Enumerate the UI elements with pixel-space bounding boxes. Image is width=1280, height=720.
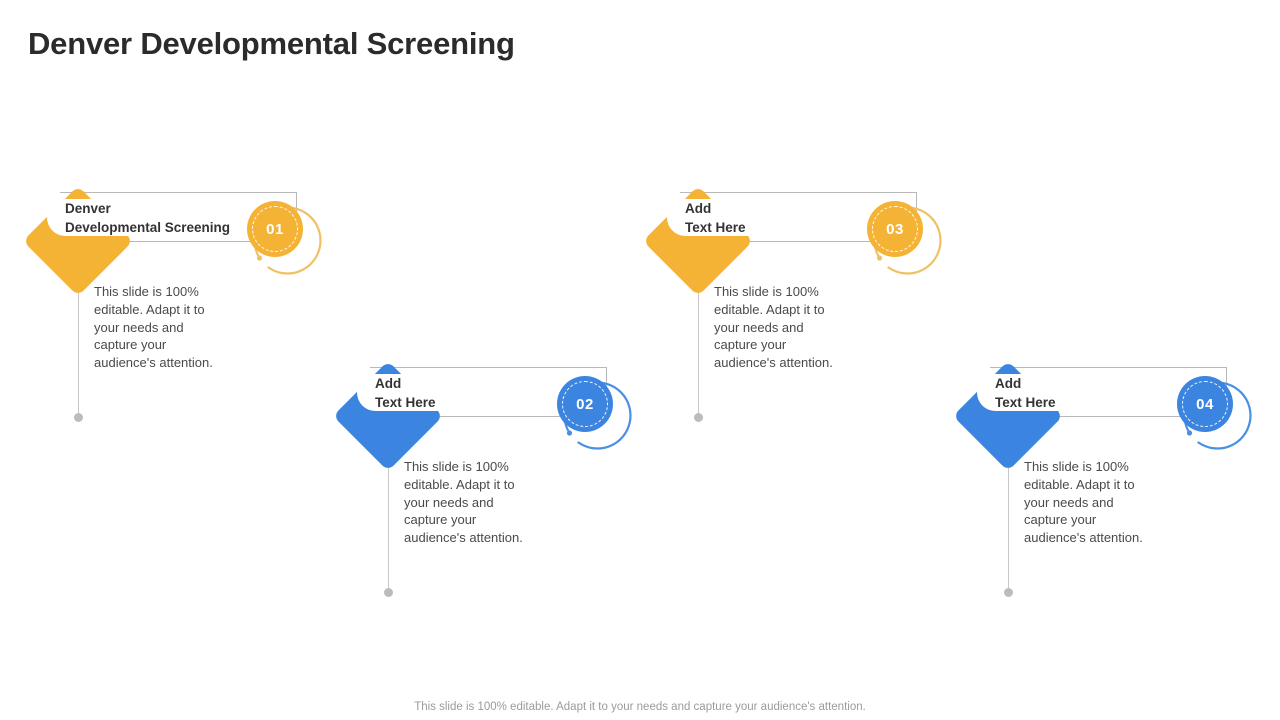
- callout-item-03[interactable]: Add Text Here 03 This slide is 100% edit…: [620, 150, 1040, 450]
- badge-circle: 04: [1177, 376, 1233, 432]
- label-pill: Add Text Here: [357, 374, 561, 411]
- label-pill: Denver Developmental Screening: [47, 199, 251, 236]
- body-text: This slide is 100% editable. Adapt it to…: [404, 459, 523, 546]
- connector-dot: [1004, 588, 1013, 597]
- connector-dot: [74, 413, 83, 422]
- label-line-1: Add: [685, 200, 712, 216]
- badge-number: 02: [576, 395, 594, 413]
- page-title: Denver Developmental Screening: [28, 26, 515, 61]
- badge-circle: 01: [247, 201, 303, 257]
- label-line-1: Denver: [65, 200, 111, 216]
- connector-line: [698, 268, 699, 418]
- badge-number: 01: [266, 220, 284, 238]
- connector-line: [388, 443, 389, 593]
- callout-item-04[interactable]: Add Text Here 04 This slide is 100% edit…: [930, 325, 1280, 625]
- number-badge[interactable]: 02: [552, 371, 642, 461]
- label-line-2: Text Here: [685, 219, 746, 235]
- badge-dashed-ring: [562, 381, 608, 427]
- connector-line: [1008, 443, 1009, 593]
- label-line-2: Text Here: [995, 394, 1056, 410]
- connector-dot: [694, 413, 703, 422]
- label-line-1: Add: [375, 375, 402, 391]
- label-line-2: Developmental Screening: [65, 219, 231, 235]
- footer-note: This slide is 100% editable. Adapt it to…: [414, 701, 866, 713]
- badge-number: 04: [1196, 395, 1214, 413]
- badge-dashed-ring: [872, 206, 918, 252]
- label-line-1: Add: [995, 375, 1022, 391]
- callout-item-01[interactable]: Denver Developmental Screening 01 This s…: [0, 150, 420, 450]
- number-badge[interactable]: 01: [242, 196, 332, 286]
- body-text: This slide is 100% editable. Adapt it to…: [94, 284, 213, 371]
- badge-dashed-ring: [1182, 381, 1228, 427]
- body-text: This slide is 100% editable. Adapt it to…: [1024, 459, 1143, 546]
- badge-circle: 02: [557, 376, 613, 432]
- label-pill: Add Text Here: [977, 374, 1181, 411]
- badge-circle: 03: [867, 201, 923, 257]
- label-pill: Add Text Here: [667, 199, 871, 236]
- badge-dashed-ring: [252, 206, 298, 252]
- number-badge[interactable]: 03: [862, 196, 952, 286]
- badge-number: 03: [886, 220, 904, 238]
- label-line-2: Text Here: [375, 394, 436, 410]
- body-text: This slide is 100% editable. Adapt it to…: [714, 284, 833, 371]
- callout-item-02[interactable]: Add Text Here 02 This slide is 100% edit…: [310, 325, 730, 625]
- number-badge[interactable]: 04: [1172, 371, 1262, 461]
- connector-dot: [384, 588, 393, 597]
- connector-line: [78, 268, 79, 418]
